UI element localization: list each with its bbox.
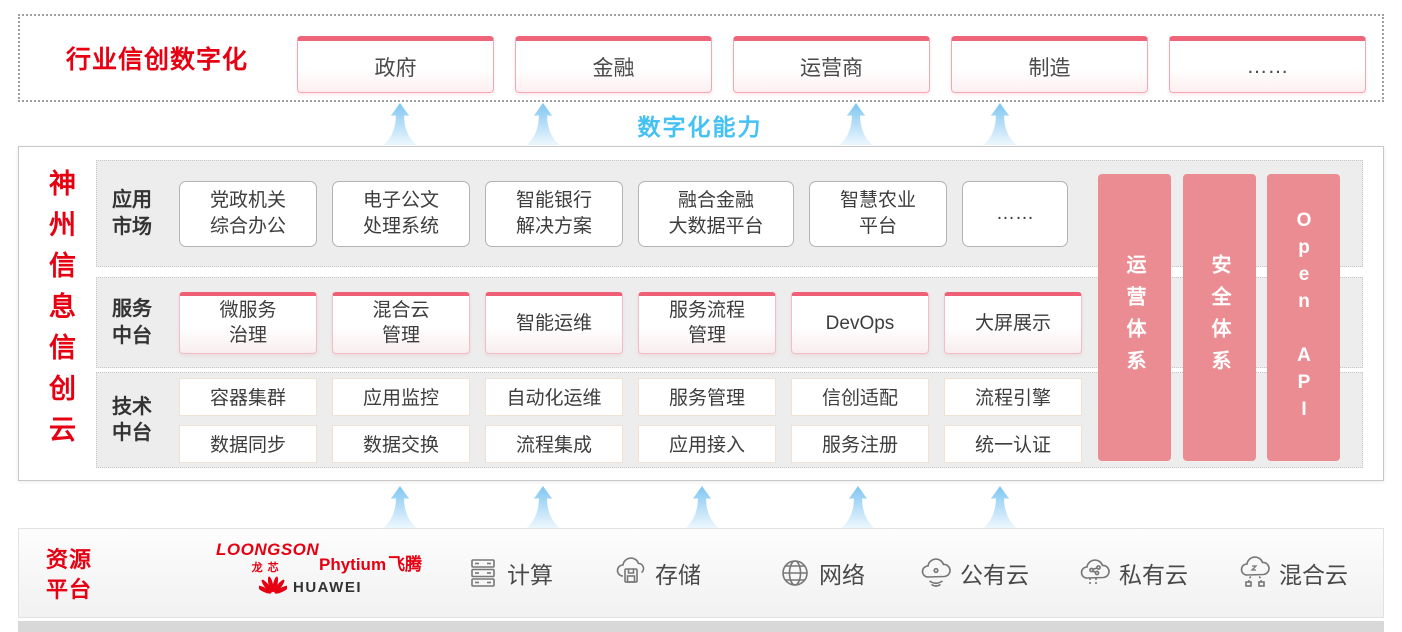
service-card-dashboard-display: 大屏展示	[944, 291, 1082, 354]
resource-platform-title: 资源 平台	[46, 547, 93, 602]
technology-card-grid: 容器集群 数据同步 应用监控 数据交换 自动化运维 流程集成 服务管理 应用接入…	[179, 377, 1082, 463]
service-card-service-process-mgmt: 服务流程管理	[638, 291, 776, 354]
industry-button-finance: 金融	[515, 36, 712, 93]
industry-button-government: 政府	[297, 36, 494, 93]
digital-capability-label: 数字化能力	[637, 114, 763, 140]
technology-platform-row: 技术 中台 容器集群 数据同步 应用监控 数据交换 自动化运维 流程集成 服务管…	[96, 372, 1363, 468]
up-arrow-icon	[839, 103, 873, 145]
bottom-divider-bar	[18, 621, 1384, 632]
resource-item-private-cloud: 私有云	[1078, 556, 1188, 590]
tech-card-automated-ops: 自动化运维	[485, 377, 623, 416]
industry-button-manufacturing: 制造	[951, 36, 1148, 93]
platform-title: 神州信息信创云	[45, 169, 75, 456]
resource-item-hybrid-cloud: 混合云	[1238, 556, 1348, 590]
application-card-list: 党政机关综合办公 电子公文处理系统 智能银行解决方案 融合金融大数据平台 智慧农…	[179, 180, 1068, 247]
tech-card-xinchuang-adaptation: 信创适配	[791, 377, 929, 416]
up-arrow-icon	[526, 103, 560, 145]
app-card-party-gov-office: 党政机关综合办公	[179, 180, 317, 247]
service-card-devops: DevOps	[791, 291, 929, 354]
public-cloud-icon	[921, 558, 951, 587]
tech-card-app-access: 应用接入	[638, 424, 776, 463]
tech-card-process-integration: 流程集成	[485, 424, 623, 463]
industry-banner: 行业信创数字化 政府 金融 运营商 制造 ……	[18, 14, 1384, 102]
storage-icon	[616, 557, 645, 583]
resource-item-network: 网络	[778, 556, 865, 590]
network-icon	[782, 560, 808, 586]
industry-banner-title: 行业信创数字化	[66, 46, 249, 74]
service-card-list: 微服务治理 混合云管理 智能运维 服务流程管理 DevOps 大屏展示	[179, 291, 1082, 354]
tech-card-data-exchange: 数据交换	[332, 424, 470, 463]
tech-card-service-registry: 服务注册	[791, 424, 929, 463]
tech-card-container-cluster: 容器集群	[179, 377, 317, 416]
app-card-smart-agriculture: 智慧农业平台	[809, 180, 947, 247]
resource-platform-panel: 资源 平台 LOONGSON 龙芯 Phytium 飞腾 HUAWEI	[18, 528, 1384, 618]
row-label-technology-platform: 技术 中台	[112, 395, 152, 444]
huawei-logo: HUAWEI	[259, 575, 362, 599]
phytium-logo: Phytium 飞腾	[319, 555, 423, 574]
industry-button-more: ……	[1169, 36, 1366, 93]
compute-icon	[471, 559, 495, 587]
up-arrow-icon	[983, 103, 1017, 145]
row-label-application-market: 应用 市场	[112, 189, 152, 238]
service-card-intelligent-ops: 智能运维	[485, 291, 623, 354]
row-label-service-platform: 服务 中台	[112, 298, 152, 347]
pillar-security-system: 安全体系	[1183, 174, 1256, 461]
up-arrow-icon	[685, 486, 719, 528]
up-arrow-icon	[383, 103, 417, 145]
resource-item-public-cloud: 公有云	[919, 556, 1029, 590]
up-arrow-icon	[383, 486, 417, 528]
app-card-finance-bigdata: 融合金融大数据平台	[638, 180, 794, 247]
tech-card-process-engine: 流程引擎	[944, 377, 1082, 416]
service-card-microservice-governance: 微服务治理	[179, 291, 317, 354]
industry-list: 政府 金融 运营商 制造 ……	[297, 36, 1366, 93]
up-arrow-icon	[526, 486, 560, 528]
app-card-more: ……	[962, 180, 1068, 247]
cloud-platform-panel: 神州信息信创云 应用 市场 党政机关综合办公 电子公文处理系统 智能银行解决方案…	[18, 146, 1384, 481]
tech-card-service-mgmt: 服务管理	[638, 377, 776, 416]
app-card-e-document-system: 电子公文处理系统	[332, 180, 470, 247]
up-arrow-icon	[841, 486, 875, 528]
resource-item-storage: 存储	[614, 556, 701, 590]
service-card-hybrid-cloud-mgmt: 混合云管理	[332, 291, 470, 354]
pillar-operation-system: 运营体系	[1098, 174, 1171, 461]
loongson-logo: LOONGSON 龙芯	[216, 540, 320, 574]
application-market-row: 应用 市场 党政机关综合办公 电子公文处理系统 智能银行解决方案 融合金融大数据…	[96, 160, 1363, 267]
app-card-smart-banking: 智能银行解决方案	[485, 180, 623, 247]
huawei-flower-icon	[259, 576, 287, 594]
tech-card-data-sync: 数据同步	[179, 424, 317, 463]
private-cloud-icon	[1080, 559, 1110, 584]
resource-item-compute: 计算	[466, 556, 553, 590]
tech-card-app-monitoring: 应用监控	[332, 377, 470, 416]
hybrid-cloud-icon	[1240, 556, 1270, 587]
industry-button-operator: 运营商	[733, 36, 930, 93]
pillar-open-api: Open API	[1267, 174, 1340, 461]
service-platform-row: 服务 中台 微服务治理 混合云管理 智能运维 服务流程管理 DevOps 大屏展…	[96, 277, 1363, 368]
up-arrow-icon	[983, 486, 1017, 528]
tech-card-unified-auth: 统一认证	[944, 424, 1082, 463]
